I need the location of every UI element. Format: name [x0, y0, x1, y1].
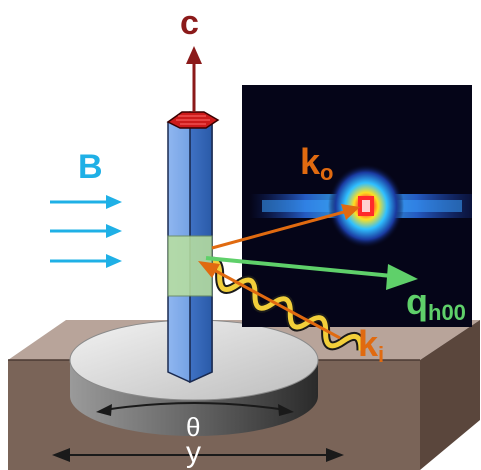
ko-main: k: [300, 141, 321, 182]
ki-main: k: [358, 323, 379, 364]
ko-subscript: o: [320, 160, 334, 185]
ko-label: ko: [300, 141, 333, 184]
y-label: y: [186, 436, 201, 469]
magnetic-field-arrows: [50, 195, 122, 268]
c-axis-label: c: [180, 4, 199, 42]
c-axis-arrow: [186, 46, 202, 112]
ki-arrow: [198, 261, 341, 340]
ki-label: ki: [358, 323, 384, 366]
q-arrow: [205, 256, 418, 290]
illuminated-sample-region: [167, 235, 213, 297]
crystal-column: [166, 111, 220, 384]
q-subscript: h00: [428, 300, 466, 325]
stage-side-face: [420, 320, 480, 470]
detector-image: [242, 85, 472, 327]
q-main: q: [406, 281, 428, 322]
theta-rotation-arrow: [96, 402, 294, 416]
theta-label: θ: [186, 412, 201, 442]
q-label: qh00: [406, 281, 466, 324]
incident-beam-wave: [199, 256, 366, 351]
field-label: B: [78, 148, 103, 186]
ki-subscript: i: [378, 342, 385, 367]
ko-arrow: [211, 204, 360, 250]
y-translation-arrow: [52, 448, 344, 462]
